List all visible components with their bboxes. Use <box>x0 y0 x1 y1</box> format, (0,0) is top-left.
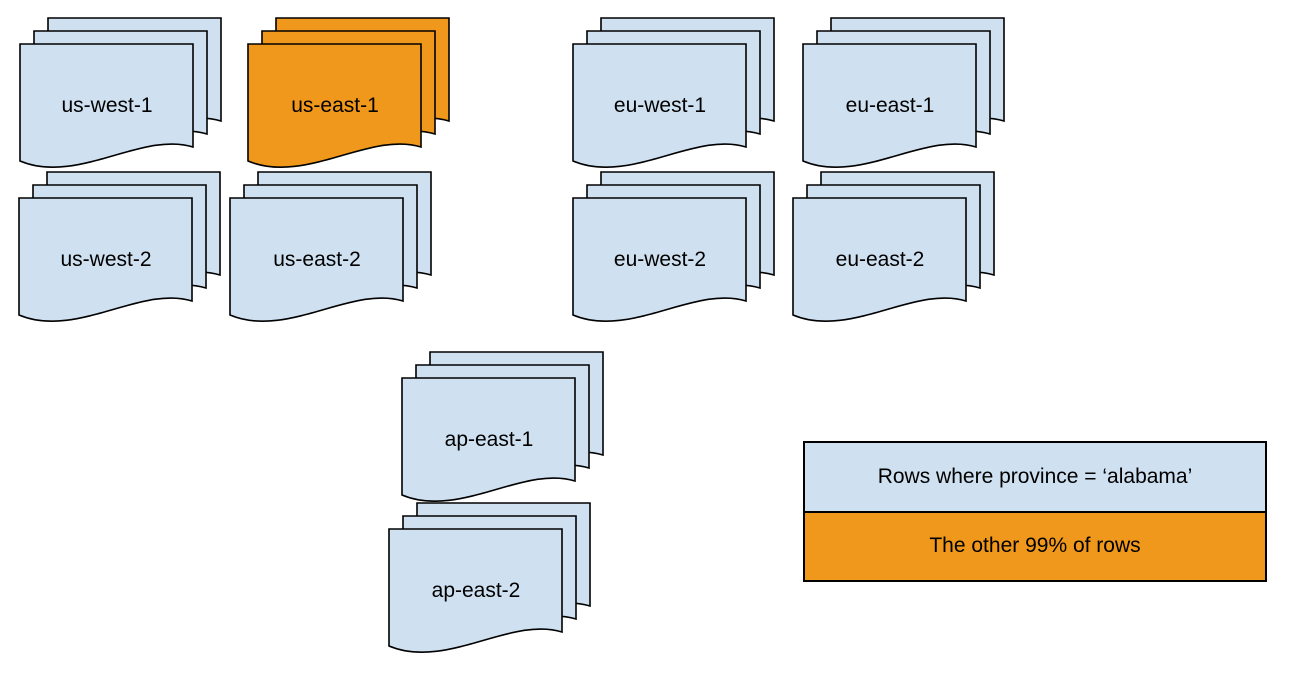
document-stack-icon <box>572 171 775 323</box>
region-label: eu-west-1 <box>613 94 707 117</box>
region-stack-eu-west-1: eu-west-1 <box>572 16 778 176</box>
region-label: us-west-2 <box>60 248 152 271</box>
document-stack-icon <box>388 502 591 654</box>
region-label: us-east-1 <box>291 94 379 117</box>
region-label: eu-west-2 <box>613 248 707 271</box>
region-label: eu-east-2 <box>835 248 925 271</box>
document-stack-icon <box>19 17 222 169</box>
region-stack-us-west-2: us-west-2 <box>18 170 224 330</box>
document-stack-icon <box>229 171 432 323</box>
region-stack-eu-west-2: eu-west-2 <box>572 170 778 330</box>
region-stack-us-east-2: us-east-2 <box>229 170 435 330</box>
region-label: us-west-1 <box>61 94 153 117</box>
region-stack-ap-east-2: ap-east-2 <box>388 501 594 661</box>
region-label: ap-east-2 <box>431 579 521 602</box>
region-stack-ap-east-1: ap-east-1 <box>401 350 607 510</box>
legend-item-alabama-rows: Rows where province = ‘alabama’ <box>805 443 1265 513</box>
document-stack-icon <box>802 17 1005 169</box>
document-stack-icon <box>401 351 604 503</box>
region-label: ap-east-1 <box>444 428 534 451</box>
legend-item-label: Rows where province = ‘alabama’ <box>877 464 1193 488</box>
region-stack-eu-east-1: eu-east-1 <box>802 16 1008 176</box>
region-label: eu-east-1 <box>845 94 935 117</box>
document-stack-icon <box>572 17 775 169</box>
document-stack-icon <box>18 171 221 323</box>
legend-item-other-rows: The other 99% of rows <box>805 512 1265 580</box>
document-stack-icon <box>792 171 995 323</box>
region-label: us-east-2 <box>273 248 361 271</box>
legend: Rows where province = ‘alabama’ The othe… <box>803 441 1267 582</box>
region-stack-eu-east-2: eu-east-2 <box>792 170 998 330</box>
region-stack-us-west-1: us-west-1 <box>19 16 225 176</box>
legend-item-label: The other 99% of rows <box>929 534 1141 558</box>
document-stack-icon <box>247 17 450 169</box>
region-stack-us-east-1: us-east-1 <box>247 16 453 176</box>
